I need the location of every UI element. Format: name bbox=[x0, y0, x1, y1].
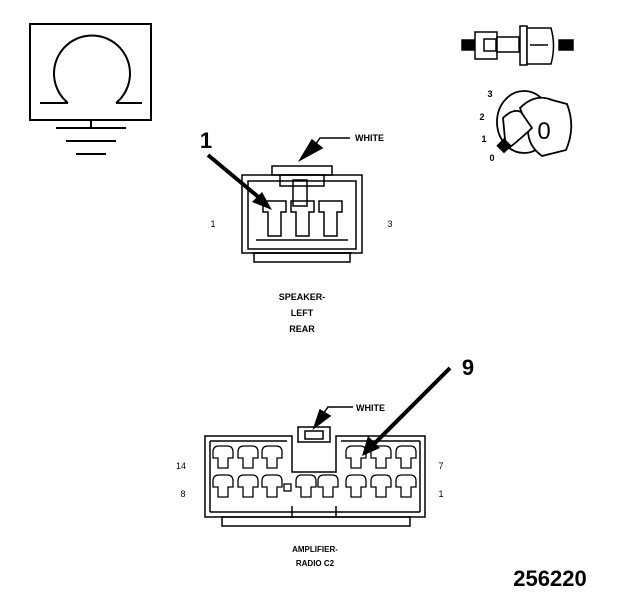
key-position-3: 3 bbox=[487, 89, 492, 99]
ground-symbol-icon bbox=[29, 23, 152, 155]
amplifier-pin-7: 7 bbox=[438, 461, 443, 471]
polarizing-key bbox=[283, 483, 292, 492]
amplifier-name-line-2: RADIO C2 bbox=[296, 559, 335, 568]
amplifier-callout-number: 9 bbox=[462, 355, 474, 380]
speaker-connector bbox=[241, 137, 363, 263]
amplifier-pin-14: 14 bbox=[176, 461, 186, 471]
key-position-0: 0 bbox=[489, 153, 494, 163]
figure-number: 256220 bbox=[513, 566, 586, 591]
key-position-1: 1 bbox=[481, 134, 486, 144]
speaker-name-line-2: LEFT bbox=[291, 308, 314, 318]
speaker-name-line-3: REAR bbox=[289, 324, 315, 334]
amplifier-pin-8: 8 bbox=[180, 489, 185, 499]
ignition-key-icon bbox=[496, 90, 573, 157]
amplifier-name-line-1: AMPLIFIER- bbox=[292, 545, 338, 554]
speaker-name-line-1: SPEAKER- bbox=[279, 292, 326, 302]
speaker-callout-number: 1 bbox=[200, 128, 212, 153]
terminal-cavity bbox=[395, 474, 417, 498]
terminal-cavity bbox=[237, 445, 259, 469]
speaker-color-label: WHITE bbox=[355, 133, 384, 143]
terminal-cavity bbox=[295, 474, 317, 498]
terminal-cavity bbox=[345, 474, 367, 498]
amplifier-callout-arrow bbox=[362, 366, 452, 456]
speaker-callout-arrow bbox=[206, 153, 272, 210]
inline-connector-icon bbox=[461, 25, 574, 66]
amplifier-terminals bbox=[212, 445, 417, 498]
key-marking: 0 bbox=[537, 118, 550, 145]
key-position-2: 2 bbox=[479, 112, 484, 122]
terminal-cavity bbox=[317, 474, 339, 498]
terminal-cavity bbox=[395, 445, 417, 469]
amplifier-pin-1: 1 bbox=[438, 489, 443, 499]
terminal-cavity bbox=[261, 445, 283, 469]
terminal-cavity bbox=[370, 474, 392, 498]
speaker-pin-left: 1 bbox=[210, 219, 215, 229]
speaker-pin-right: 3 bbox=[387, 219, 392, 229]
terminal-cavity bbox=[261, 474, 283, 498]
terminal-cavity bbox=[212, 445, 234, 469]
amplifier-connector bbox=[204, 406, 426, 527]
terminal-cavity bbox=[237, 474, 259, 498]
terminal-cavity bbox=[212, 474, 234, 498]
terminal-cavity bbox=[345, 445, 367, 469]
amplifier-color-label: WHITE bbox=[356, 403, 385, 413]
